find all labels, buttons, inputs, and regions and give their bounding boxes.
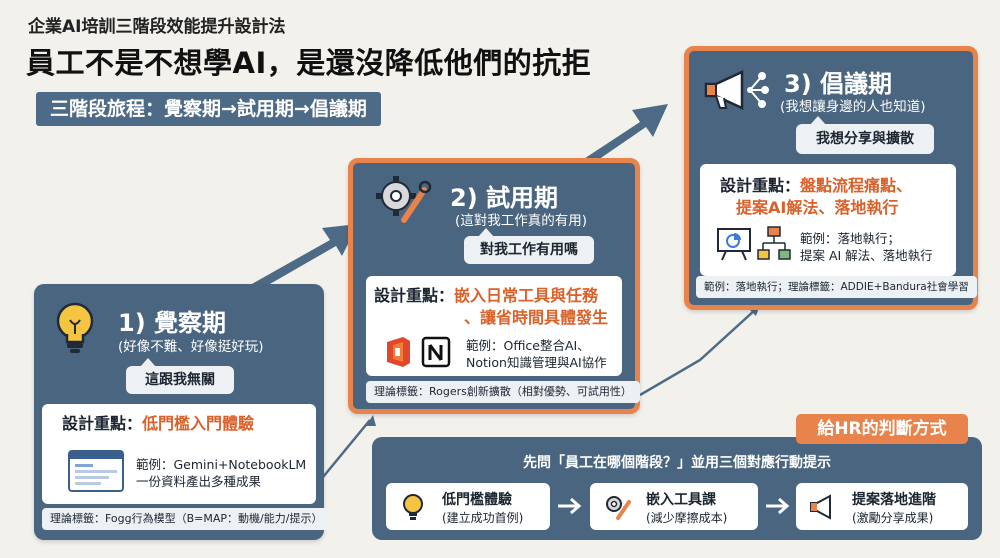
stage-title-1: 1) 覺察期 [118, 309, 227, 337]
browser-window-icon [68, 450, 124, 492]
office-logo-icon [387, 337, 410, 367]
journey-banner: 三階段旅程：覺察期→試用期→倡議期 [36, 92, 381, 126]
arrow-stage2-to-stage3 [570, 104, 668, 175]
step-arrow-icon [558, 497, 582, 515]
hr-step-title-1: 低門檻體驗 [442, 492, 512, 508]
hr-question: 先問「員工在哪個階段？」並用三個對應行動提示 [523, 455, 831, 471]
hr-step-1: 低門檻體驗 (建立成功首例) [386, 483, 550, 530]
stage-example-2: 範例：Office整合AI、 Notion知識管理與AI協作 [466, 338, 607, 370]
megaphone-icon [810, 494, 831, 520]
stage-focus-3: 設計重點：盤點流程痛點、 提案AI解法、落地執行 [720, 176, 913, 217]
stage-subtitle-2: (這對我工作真的有用) [455, 213, 588, 229]
notion-logo-icon [421, 336, 451, 368]
lightbulb-icon [56, 302, 94, 353]
stage-subtitle-1: (好像不難、好像挺好玩) [118, 339, 264, 355]
stage-example-3: 範例：落地執行； 提案 AI 解法、落地執行 [800, 231, 933, 263]
hr-tag: 給HR的判斷方式 [796, 414, 968, 444]
stage-bubble-2: 對我工作有用嗎 [464, 228, 594, 264]
page-title: 員工不是不想學AI，是還沒降低他們的抗拒 [26, 46, 592, 80]
hr-step-sub-2: (減少摩擦成本) [646, 511, 728, 525]
lightbulb-icon [403, 494, 423, 520]
hr-step-sub-1: (建立成功首例) [442, 511, 524, 525]
step-arrow-icon [766, 497, 790, 515]
gear-wrench-icon [376, 176, 432, 223]
stage-example-1: 範例：Gemini+NotebookLM 一份資料產出多種成果 [136, 457, 307, 489]
arrow-stage1-to-stage2 [250, 224, 358, 292]
stage-subtitle-3: (我想讓身邊的人也知道) [780, 99, 926, 115]
page-subtitle: 企業AI培訓三階段效能提升設計法 [28, 17, 286, 37]
stage-title-2: 2) 試用期 [450, 184, 559, 212]
gear-wrench-icon [606, 496, 631, 520]
stage-focus-2: 設計重點：嵌入日常工具與任務 、讓省時間具體發生 [374, 286, 609, 327]
presentation-board-icon [717, 228, 751, 261]
stage-bubble-3: 我想分享與擴散 [796, 116, 934, 154]
hr-step-title-2: 嵌入工具課 [646, 492, 716, 508]
stage-theory-1: 理論標籤：Fogg行為模型（B=MAP：動機/能力/提示） [42, 508, 331, 530]
connector-arrowhead-1 [366, 415, 376, 426]
stage-bubble-1: 這跟我無關 [126, 358, 234, 394]
hr-step-3: 提案落地進階 (激勵分享成果) [796, 483, 968, 530]
stage-title-3: 3) 倡議期 [784, 70, 893, 98]
stage-theory-3: 範例：落地執行；理論標籤：ADDIE+Bandura社會學習 [696, 276, 977, 298]
stage-theory-2: 理論標籤：Rogers創新擴散（相對優勢、可試用性） [366, 381, 640, 403]
flowchart-icon [757, 226, 791, 260]
hr-step-2: 嵌入工具課 (減少摩擦成本) [590, 483, 758, 530]
stage-focus-box-3 [700, 164, 956, 276]
connector-stage2-to-stage3 [639, 309, 756, 397]
hr-step-sub-3: (激勵分享成果) [852, 511, 934, 525]
megaphone-icon [704, 70, 769, 110]
hr-step-title-3: 提案落地進階 [852, 492, 936, 508]
stage-focus-1: 設計重點：低門檻入門體驗 [62, 414, 255, 433]
